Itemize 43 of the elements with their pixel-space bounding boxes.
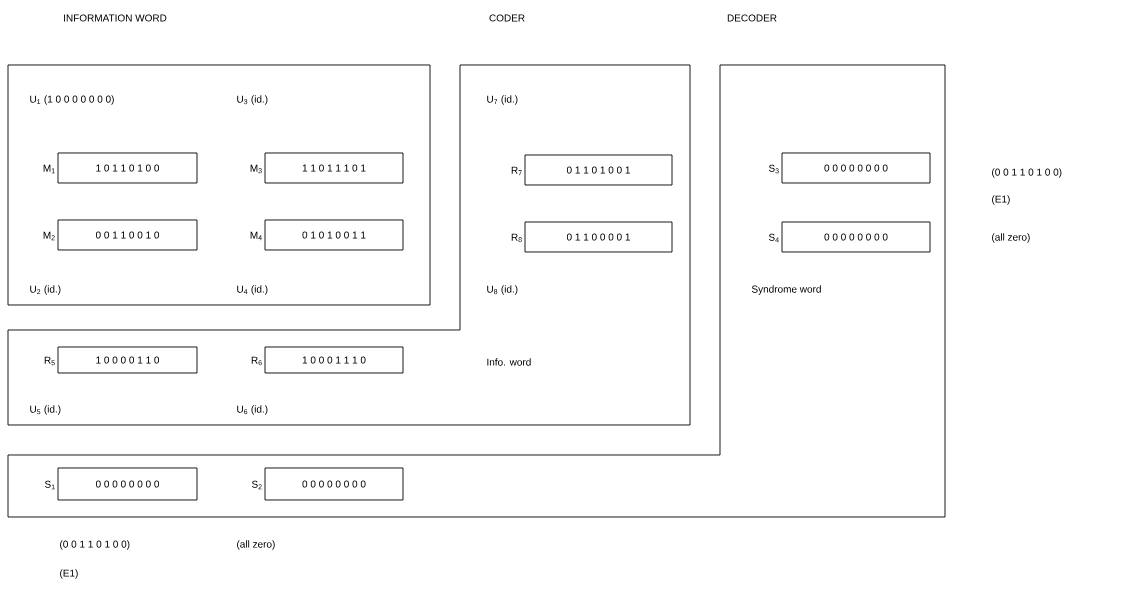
text-label: U$_{3}$ (id.) [237,95,268,105]
text-label: U$_{7}$ (id.) [487,95,518,105]
register-name: S$_{1}$ [44,480,55,490]
text-label: Info. word [487,358,531,366]
text-label: U$_{5}$ (id.) [30,405,61,415]
register-box: 1 0 0 0 0 1 1 0 [57,346,198,374]
register-name: R$_{8}$ [511,233,522,243]
register-box: 1 0 1 1 0 1 0 0 [57,152,198,184]
text-label: CODER [489,14,525,22]
register-name: M$_{1}$ [43,164,55,174]
text-label: (0 0 1 1 0 1 0 0) [60,540,130,550]
register-box: 0 0 0 0 0 0 0 0 [781,152,931,184]
register-box: 0 0 1 1 0 0 1 0 [57,219,198,251]
text-label: Syndrome word [751,285,821,295]
text-label: (all zero) [237,540,275,550]
text-label: DECODER [727,14,777,22]
text-label: (0 0 1 1 0 1 0 0) [992,168,1062,178]
register-box: 1 1 0 1 1 1 0 1 [264,152,404,184]
text-label: U$_{6}$ (id.) [237,405,268,415]
register-name: S$_{2}$ [251,480,262,490]
register-box: 1 0 0 0 1 1 1 0 [264,346,404,374]
register-name: M$_{2}$ [43,231,55,241]
text-label: (E1) [60,569,78,579]
register-box: 0 1 1 0 0 0 0 1 [524,221,673,253]
register-box: 0 1 1 0 1 0 0 1 [524,154,673,186]
register-box: 0 0 0 0 0 0 0 0 [264,467,404,501]
text-label: U$_{2}$ (id.) [30,285,61,295]
register-name: S$_{3}$ [768,164,779,174]
register-name: M$_{3}$ [250,164,262,174]
register-name: R$_{7}$ [511,166,522,176]
register-box: 0 1 0 1 0 0 1 1 [264,219,404,251]
text-label: U$_{4}$ (id.) [237,285,268,295]
register-box: 0 0 0 0 0 0 0 0 [781,221,931,253]
register-name: S$_{4}$ [768,233,779,243]
register-box: 0 0 0 0 0 0 0 0 [57,467,198,501]
register-name: M$_{4}$ [250,231,262,241]
text-label: U$_{1}$ (1 0 0 0 0 0 0 0) [30,95,114,105]
register-name: R$_{5}$ [44,356,55,366]
text-label: (E1) [992,195,1010,205]
text-label: (all zero) [992,233,1030,243]
text-label: U$_{8}$ (id.) [487,285,518,295]
text-label: INFORMATION WORD [64,14,167,22]
register-name: R$_{6}$ [251,356,262,366]
